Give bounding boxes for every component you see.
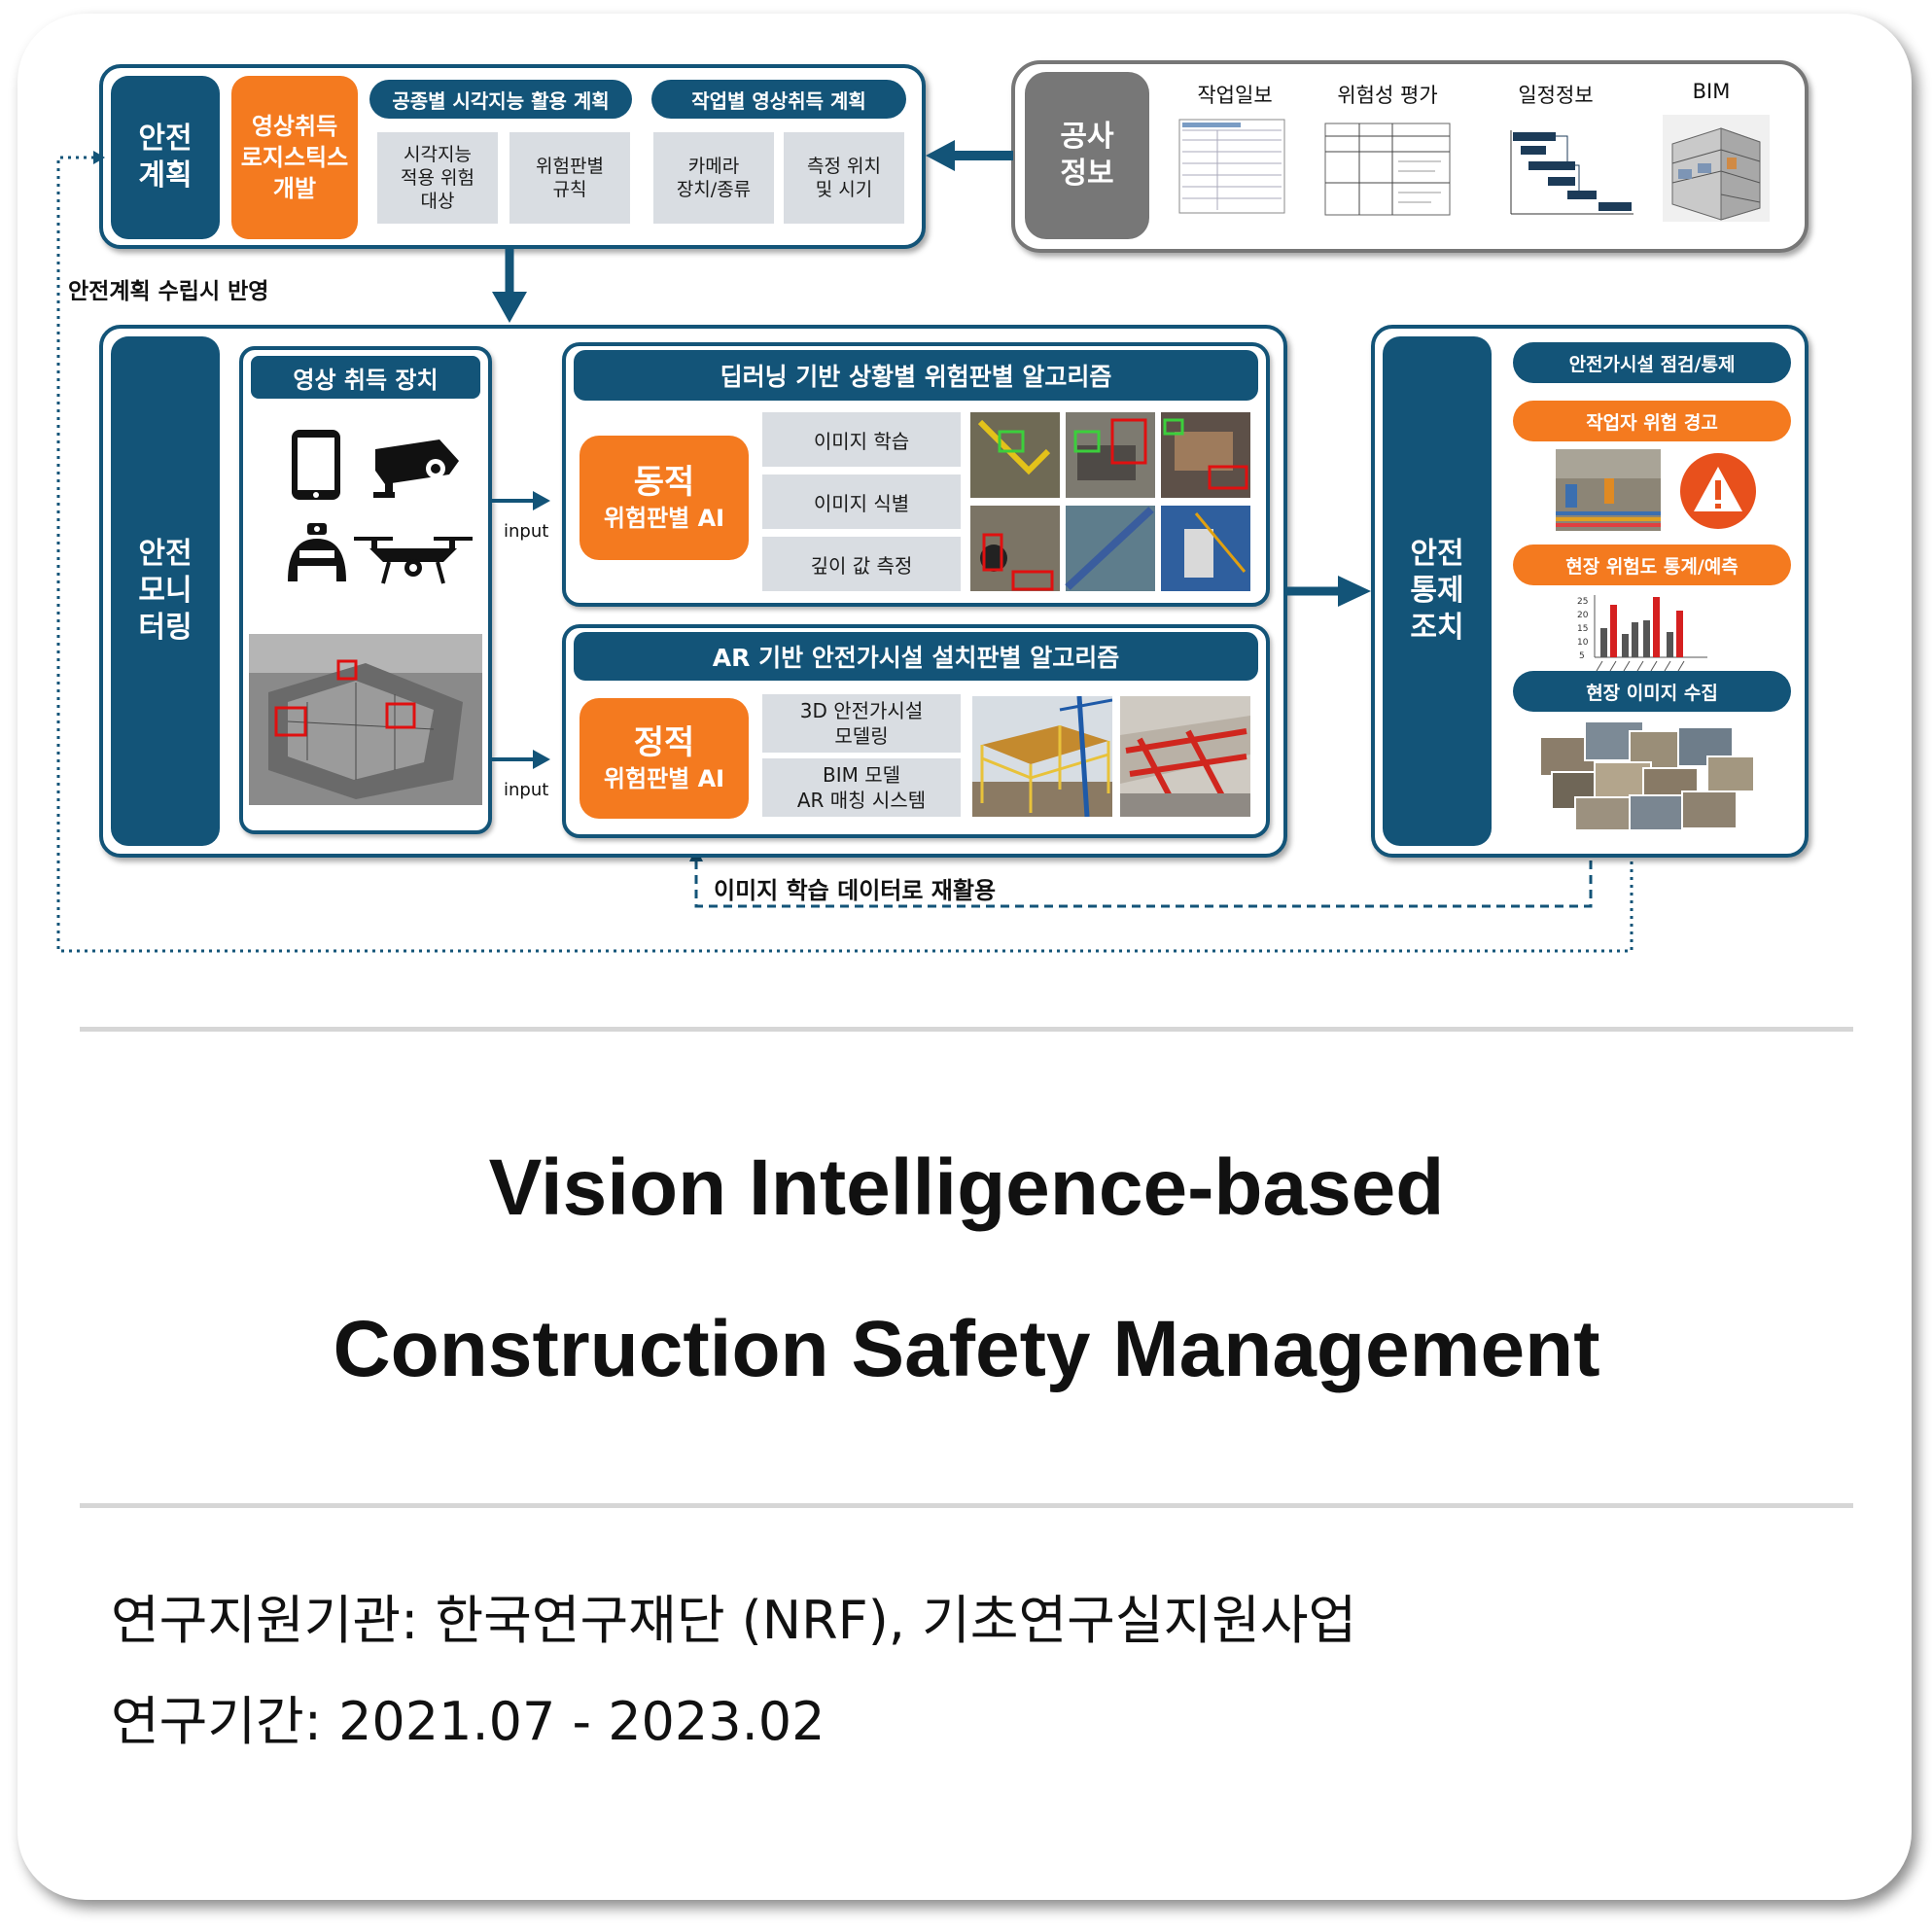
feedback-planning-label: 안전계획 수립시 반영 [68,279,269,304]
control-item-inspection: 안전가시설 점검/통제 [1513,342,1791,383]
logistics-box: 영상취득 로지스틱스 개발 [231,76,358,239]
plan1-item-1: 시각지능 적용 위험 대상 [377,132,498,224]
risk-chart-tick-20: 20 [1577,611,1589,620]
daily-report-thumbnail [1178,119,1285,214]
smartphone-icon [292,430,340,500]
dl-algorithm-header: 딥러닝 기반 상황별 위험판별 알고리즘 [574,350,1258,401]
monitoring-side-label: 안전 모니 터링 [111,336,220,846]
period-text: 연구기간: 2021.07 - 2023.02 [111,1691,825,1752]
input-label-dynamic: input [504,521,549,542]
static-item-3d-modeling: 3D 안전가시설 모델링 [762,694,961,753]
dynamic-item-depth-measurement: 깊이 값 측정 [762,537,961,591]
input-arrow-static [492,750,550,769]
drone-icon [354,537,473,584]
funding-text: 연구지원기관: 한국연구재단 (NRF), 기초연구실지원사업 [111,1590,1357,1651]
feedback-loop-outer [56,151,1633,953]
ar-algorithm-header: AR 기반 안전가시설 설치판별 알고리즘 [574,632,1258,681]
input-arrow-dynamic [492,491,550,510]
control-item-risk-statistics: 현장 위험도 통계/예측 [1513,544,1791,585]
input-label-static: input [504,780,549,800]
title-line-1: Vision Intelligence-based [488,1143,1445,1232]
title-line-2: Construction Safety Management [333,1305,1600,1393]
construction-site-aerial-photo [249,634,482,805]
risk-chart-tick-5: 5 [1579,651,1585,661]
risk-chart-tick-25: 25 [1577,597,1589,607]
control-side-label: 안전 통제 조치 [1383,336,1492,846]
plan1-item-2: 위험판별 규칙 [509,132,630,224]
cctv-camera-icon [373,439,459,498]
control-item-image-collection: 현장 이미지 수집 [1513,671,1791,712]
ar-3d-model-image-1 [972,696,1112,817]
dynamic-ai-subtitle: 위험판별 AI [603,505,725,532]
risk-assessment-thumbnail [1324,123,1451,216]
risk-chart-tick-15: 15 [1577,624,1589,634]
warning-icon [1680,453,1756,529]
static-ai-box: 정적 위험판별 AI [580,698,749,819]
static-item-bim-ar-matching: BIM 모델 AR 매칭 시스템 [762,758,961,817]
plan2-item-1: 카메라 장치/종류 [653,132,774,224]
static-ai-title: 정적 [633,723,695,762]
dynamic-ai-title: 동적 [633,463,695,502]
dynamic-item-image-recognition: 이미지 식별 [762,474,961,529]
ar-3d-model-image-2 [1120,696,1250,817]
worker-warning-site-photo [1556,449,1661,531]
construction-info-side-label: 공사 정보 [1025,72,1149,239]
dynamic-item-image-training: 이미지 학습 [762,412,961,467]
info-label-bim: BIM [1692,80,1731,103]
device-header: 영상 취득 장치 [251,356,480,399]
plan2-item-2: 측정 위치 및 시기 [784,132,904,224]
info-label-risk-assessment: 위험성 평가 [1337,84,1438,107]
arrow-info-to-planning [926,140,1013,171]
info-label-daily-report: 작업일보 [1197,84,1273,107]
divider-top [80,1027,1853,1032]
risk-chart-tick-10: 10 [1577,638,1589,648]
dynamic-ai-box: 동적 위험판별 AI [580,436,749,560]
plan1-header: 공종별 시각지능 활용 계획 [369,80,632,119]
bim-building-thumbnail [1663,115,1770,222]
arrow-planning-to-monitoring [492,249,527,323]
plan2-header: 작업별 영상취득 계획 [651,80,906,119]
helmet-camera-icon [288,523,346,581]
static-ai-subtitle: 위험판별 AI [603,765,725,792]
divider-bottom [80,1503,1853,1508]
risk-mini-bar-chart [1594,595,1707,671]
planning-side-label: 안전 계획 [111,76,220,239]
site-image-collage [1539,720,1755,831]
control-item-worker-warning: 작업자 위험 경고 [1513,401,1791,441]
detection-image-grid [970,412,1250,591]
arrow-monitoring-to-control [1287,576,1371,607]
schedule-gantt-thumbnail [1510,130,1633,215]
info-label-schedule: 일정정보 [1518,84,1594,107]
feedback-image-data-label: 이미지 학습 데이터로 재활용 [714,877,997,904]
